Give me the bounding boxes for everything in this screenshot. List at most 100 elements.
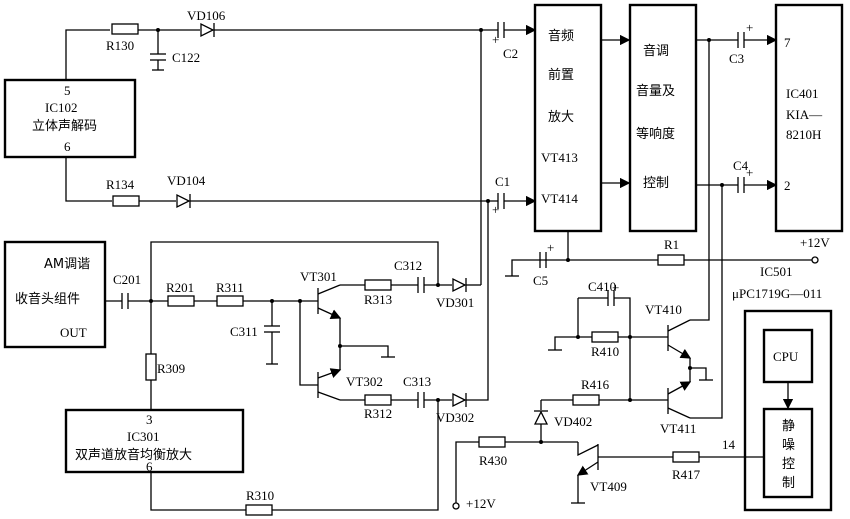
svg-text:C313: C313 xyxy=(403,374,431,389)
svg-text:R312: R312 xyxy=(364,406,392,421)
cpu-block: CPU xyxy=(762,328,814,384)
svg-text:R430: R430 xyxy=(479,453,507,468)
svg-text:KIA—: KIA— xyxy=(786,107,823,122)
svg-text:C4: C4 xyxy=(733,158,749,173)
svg-text:音调: 音调 xyxy=(643,43,669,59)
svg-text:C2: C2 xyxy=(503,46,518,61)
vd106-diode xyxy=(200,22,215,38)
r130-resistor xyxy=(111,23,139,35)
svg-text:VD104: VD104 xyxy=(167,173,206,188)
r311-resistor xyxy=(216,295,244,307)
svg-text:R1: R1 xyxy=(664,237,679,252)
svg-text:VT301: VT301 xyxy=(300,269,337,284)
vd302-diode xyxy=(452,392,467,408)
svg-text:IC102: IC102 xyxy=(45,100,78,115)
svg-text:制: 制 xyxy=(782,476,795,491)
svg-text:控: 控 xyxy=(782,457,795,472)
r312-resistor xyxy=(364,394,392,406)
svg-text:控制: 控制 xyxy=(643,176,669,191)
vd402-diode xyxy=(533,410,549,425)
svg-text:VT414: VT414 xyxy=(541,191,578,206)
svg-text:IC501: IC501 xyxy=(760,264,793,279)
svg-text:7: 7 xyxy=(784,35,791,50)
r310-resistor xyxy=(245,504,273,516)
svg-text:R416: R416 xyxy=(581,377,610,392)
svg-text:立体声解码: 立体声解码 xyxy=(32,119,97,134)
svg-text:噪: 噪 xyxy=(782,438,795,453)
svg-text:C410: C410 xyxy=(588,279,616,294)
r201-resistor xyxy=(167,295,195,307)
svg-text:R310: R310 xyxy=(246,488,274,503)
vd104-diode xyxy=(176,193,191,209)
svg-text:C5: C5 xyxy=(533,273,548,288)
svg-text:+: + xyxy=(492,32,499,47)
svg-text:OUT: OUT xyxy=(60,325,87,340)
svg-text:C1: C1 xyxy=(495,174,510,189)
svg-text:CPU: CPU xyxy=(773,349,799,364)
svg-text:VD402: VD402 xyxy=(554,414,592,429)
r1-resistor xyxy=(657,254,685,266)
r134-resistor xyxy=(112,195,140,207)
svg-text:前置: 前置 xyxy=(548,67,574,83)
svg-text:音量及: 音量及 xyxy=(636,83,675,99)
svg-text:VD106: VD106 xyxy=(187,8,226,23)
r309-resistor xyxy=(145,353,157,381)
svg-text:C3: C3 xyxy=(729,51,744,66)
svg-text:IC401: IC401 xyxy=(786,86,819,101)
mute-control-block: 静 噪 控 制 xyxy=(762,407,814,499)
r313-resistor xyxy=(364,279,392,291)
tone-control-block: 音调 音量及 等响度 控制 xyxy=(628,3,698,233)
svg-text:IC301: IC301 xyxy=(127,429,160,444)
svg-text:5: 5 xyxy=(64,83,71,98)
svg-text:放大: 放大 xyxy=(548,110,574,125)
svg-text:3: 3 xyxy=(146,412,153,427)
svg-text:C122: C122 xyxy=(172,50,200,65)
svg-text:VD302: VD302 xyxy=(436,410,474,425)
svg-text:VT411: VT411 xyxy=(660,421,696,436)
r410-resistor xyxy=(591,331,619,343)
ic301-block: 3 IC301 双声道放音均衡放大 6 xyxy=(64,408,245,474)
supply-and-ic-labels: +12V +12V IC501 μPC1719G—011 14 xyxy=(466,235,830,511)
svg-text:R313: R313 xyxy=(364,292,392,307)
svg-text:VT413: VT413 xyxy=(541,150,578,165)
svg-text:VT302: VT302 xyxy=(346,374,383,389)
svg-text:AM调谐: AM调谐 xyxy=(44,257,90,272)
preamp-block: 音频 前置 放大 VT413 VT414 xyxy=(533,3,603,233)
svg-text:+12V: +12V xyxy=(800,235,830,250)
svg-text:VD301: VD301 xyxy=(436,295,474,310)
svg-text:VT410: VT410 xyxy=(645,302,682,317)
am-tuner-block: AM调谐 收音头组件 OUT xyxy=(3,240,107,349)
svg-text:R410: R410 xyxy=(591,344,619,359)
r416-resistor xyxy=(572,394,600,406)
vd301-diode xyxy=(452,277,467,293)
svg-text:等响度: 等响度 xyxy=(636,126,675,142)
svg-text:μPC1719G—011: μPC1719G—011 xyxy=(732,286,822,301)
svg-text:VT409: VT409 xyxy=(590,479,627,494)
svg-text:R311: R311 xyxy=(216,280,244,295)
svg-text:+: + xyxy=(746,165,753,180)
svg-text:14: 14 xyxy=(722,437,736,452)
svg-text:2: 2 xyxy=(784,178,791,193)
svg-text:R201: R201 xyxy=(166,280,194,295)
svg-text:双声道放音均衡放大: 双声道放音均衡放大 xyxy=(75,447,192,463)
r417-resistor xyxy=(672,451,700,463)
svg-text:R309: R309 xyxy=(157,361,185,376)
svg-text:R134: R134 xyxy=(106,177,135,192)
svg-text:收音头组件: 收音头组件 xyxy=(15,291,80,307)
svg-text:6: 6 xyxy=(146,459,153,474)
svg-text:音频: 音频 xyxy=(548,28,574,44)
svg-text:R417: R417 xyxy=(672,467,701,482)
svg-text:+: + xyxy=(746,20,753,35)
svg-text:+: + xyxy=(612,280,619,295)
ic102-block: 5 IC102 立体声解码 6 xyxy=(3,78,137,159)
component-labels: R130 VD106 C122 C2 C3 R134 VD104 C1 C4 C… xyxy=(106,8,749,503)
svg-text:+: + xyxy=(547,240,554,255)
r430-resistor xyxy=(478,436,506,448)
svg-text:R130: R130 xyxy=(106,38,134,53)
ic401-block: 7 IC401 KIA— 8210H 2 xyxy=(774,3,844,233)
svg-text:+12V: +12V xyxy=(466,496,496,511)
svg-text:静: 静 xyxy=(782,419,795,434)
svg-text:C201: C201 xyxy=(113,272,141,287)
svg-text:C311: C311 xyxy=(230,324,258,339)
